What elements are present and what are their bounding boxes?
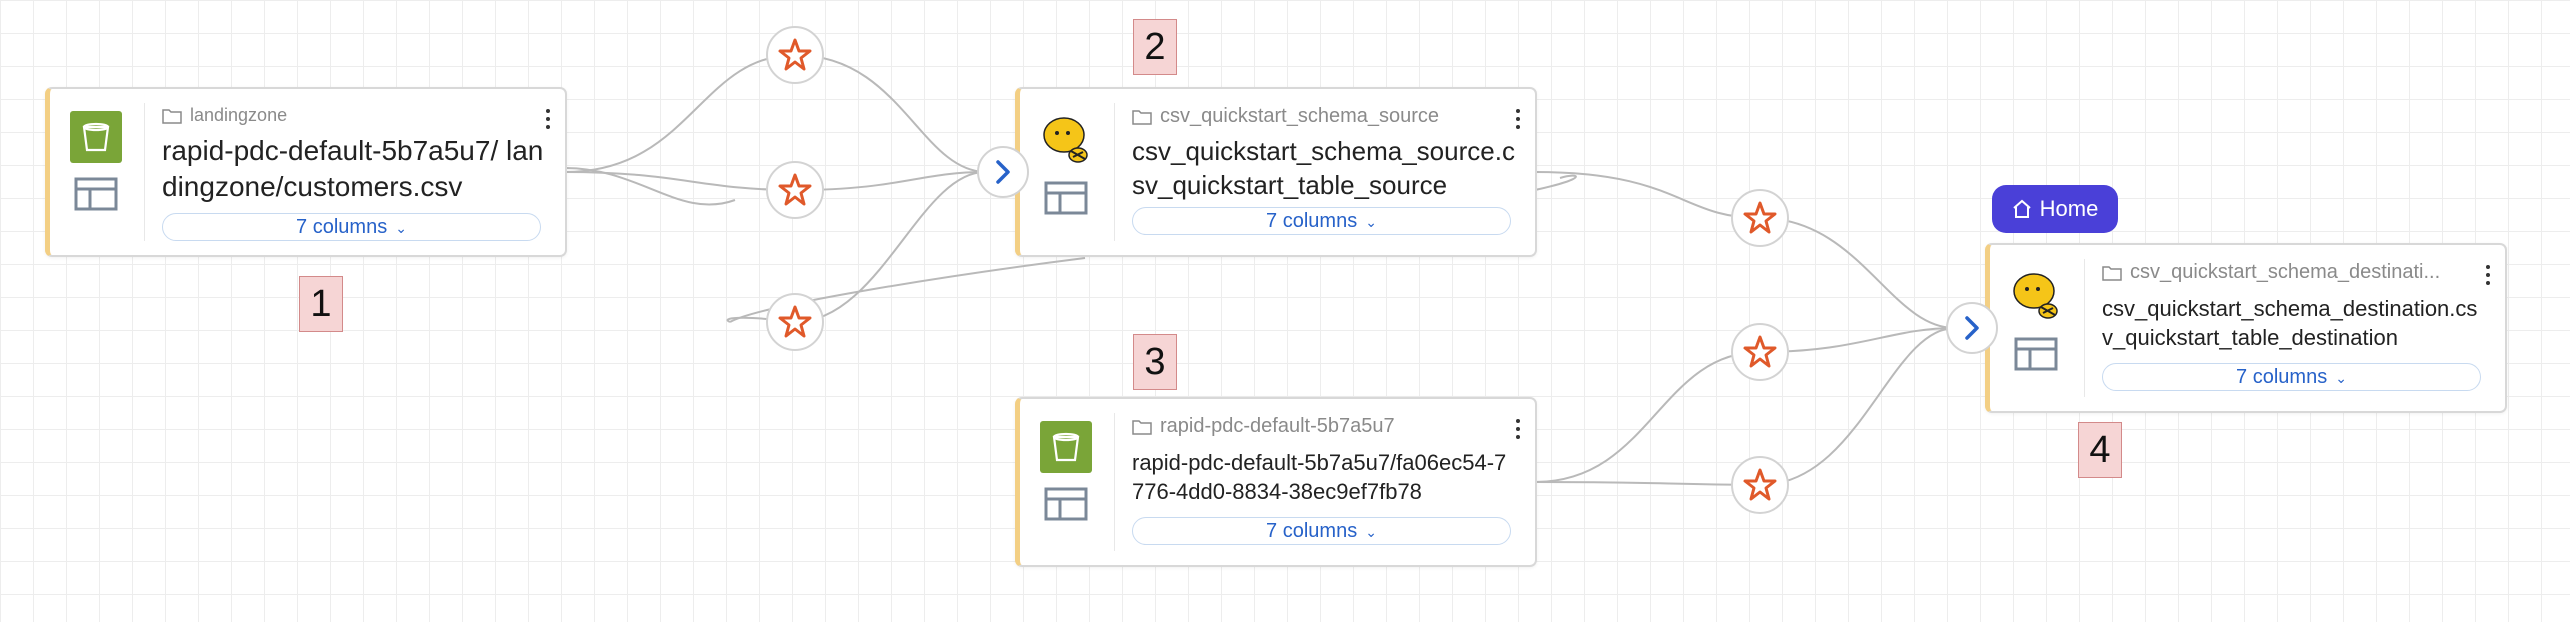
annotation-marker-2: 2 [1133,19,1177,75]
transform-star-icon [1743,468,1777,501]
expand-inputs-button[interactable] [1946,302,1998,354]
chevron-down-icon: ⌄ [2335,369,2347,386]
more-options-button[interactable] [1515,109,1521,133]
hive-icon [1038,111,1094,167]
table-icon [2014,337,2058,371]
annotation-marker-4: 4 [2078,422,2122,478]
transform-star-icon [1743,201,1777,234]
transform-node[interactable] [766,161,824,219]
transform-star-icon [1743,335,1777,368]
chevron-right-icon [996,160,1010,184]
bucket-icon [1040,421,1092,473]
transform-node[interactable] [766,26,824,84]
folder-path: rapid-pdc-default-5b7a5u7 [1132,415,1491,438]
home-icon [2012,199,2031,218]
more-options-button[interactable] [1515,419,1521,443]
table-icon [1044,181,1088,215]
edge [564,167,736,206]
transform-star-icon [778,305,812,338]
bucket-icon [70,111,122,163]
folder-icon [162,108,182,124]
expand-inputs-button[interactable] [977,146,1029,198]
columns-dropdown-button[interactable]: 7 columns⌄ [1132,517,1511,545]
edge [1534,351,1761,483]
folder-path: landingzone [162,105,521,126]
chevron-right-icon [1965,316,1979,340]
chevron-down-icon: ⌄ [1365,523,1377,540]
more-options-button[interactable] [2485,265,2491,289]
table-icon [1044,487,1088,521]
node-title: csv_quickstart_schema_source.csv_quickst… [1132,136,1515,200]
node-card-schema-source[interactable]: csv_quickstart_schema_source csv_quickst… [1015,87,1537,257]
transform-node[interactable] [1731,323,1789,381]
edge [794,54,986,173]
edge [1534,171,1761,219]
edge [564,171,796,191]
chevron-down-icon: ⌄ [1365,213,1377,230]
edge [1759,217,1956,329]
edge [1534,174,1577,191]
table-icon [74,177,118,211]
edge [1759,327,1956,353]
transform-node[interactable] [1731,189,1789,247]
transform-star-icon [778,173,812,206]
folder-icon [2102,265,2122,281]
home-badge[interactable]: Home [1992,185,2118,233]
node-title: rapid-pdc-default-5b7a5u7/ landingzone/c… [162,135,544,203]
more-options-button[interactable] [545,109,551,133]
edge [1759,327,1956,486]
node-card-customers-csv[interactable]: landingzone rapid-pdc-default-5b7a5u7/ l… [45,87,567,257]
annotation-marker-1: 1 [299,276,343,332]
columns-dropdown-button[interactable]: 7 columns⌄ [162,213,541,241]
transform-node[interactable] [1731,456,1789,514]
edge [564,54,796,173]
transform-star-icon [778,38,812,71]
node-title: csv_quickstart_schema_destination.csv_qu… [2102,296,2478,350]
folder-icon [1132,419,1152,435]
node-card-rapid-pdc[interactable]: rapid-pdc-default-5b7a5u7 rapid-pdc-defa… [1015,397,1537,567]
folder-path: csv_quickstart_schema_destinati... [2102,261,2461,284]
annotation-marker-3: 3 [1133,334,1177,390]
folder-icon [1132,109,1152,125]
node-card-schema-destination[interactable]: csv_quickstart_schema_destinati... csv_q… [1985,243,2507,413]
transform-node[interactable] [766,293,824,351]
edge [1534,481,1761,486]
columns-dropdown-button[interactable]: 7 columns⌄ [2102,363,2481,391]
node-title: rapid-pdc-default-5b7a5u7/fa06ec54-7776-… [1132,450,1507,504]
chevron-down-icon: ⌄ [395,219,407,236]
columns-dropdown-button[interactable]: 7 columns⌄ [1132,207,1511,235]
hive-icon [2008,267,2064,323]
folder-path: csv_quickstart_schema_source [1132,105,1491,128]
